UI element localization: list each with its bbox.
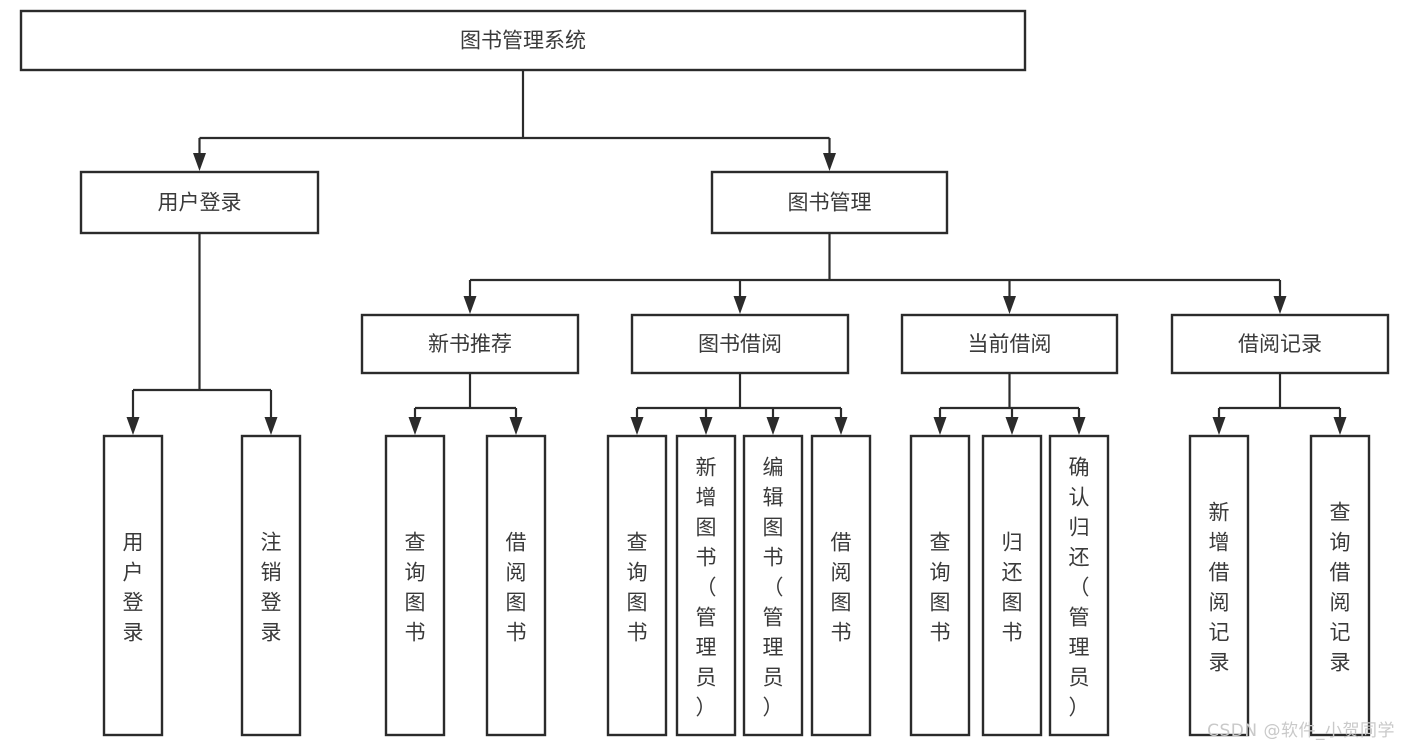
node-leaf-query-book-3[interactable]: 查询图书 xyxy=(909,434,971,737)
connector-layer xyxy=(126,70,1347,435)
connector-group xyxy=(1212,373,1347,435)
node-label-leaf-user-login: 用户登录 xyxy=(123,531,144,645)
node-label-leaf-confirm-return: 确认归还（管理员） xyxy=(1069,456,1090,720)
node-new-book-recommend[interactable]: 新书推荐 xyxy=(360,313,580,375)
node-box-book-manage[interactable] xyxy=(710,170,949,235)
node-label-leaf-logout: 注销登录 xyxy=(261,531,282,645)
node-label-leaf-query-record: 查询借阅记录 xyxy=(1330,501,1351,675)
node-label-leaf-borrow-book-2: 借阅图书 xyxy=(831,531,852,645)
node-label-leaf-borrow-book-1: 借阅图书 xyxy=(506,531,527,645)
node-box-leaf-logout[interactable] xyxy=(240,434,302,737)
node-box-leaf-query-book-3[interactable] xyxy=(909,434,971,737)
node-box-book-borrow[interactable] xyxy=(630,313,850,375)
node-leaf-borrow-book-2[interactable]: 借阅图书 xyxy=(810,434,872,737)
connector-group xyxy=(193,70,836,171)
node-label-borrow-record: 借阅记录 xyxy=(1238,332,1322,356)
node-book-manage[interactable]: 图书管理 xyxy=(710,170,949,235)
node-box-leaf-add-record[interactable] xyxy=(1188,434,1250,737)
node-label-root: 图书管理系统 xyxy=(460,29,586,53)
node-box-leaf-borrow-book-1[interactable] xyxy=(485,434,547,737)
node-box-leaf-query-book-2[interactable] xyxy=(606,434,668,737)
node-box-leaf-borrow-book-2[interactable] xyxy=(810,434,872,737)
connector-group xyxy=(933,373,1086,435)
node-label-leaf-add-record: 新增借阅记录 xyxy=(1209,501,1230,675)
node-box-leaf-add-book[interactable] xyxy=(675,434,737,737)
node-box-user-login[interactable] xyxy=(79,170,320,235)
node-leaf-add-book[interactable]: 新增图书（管理员） xyxy=(675,434,737,737)
node-label-book-borrow: 图书借阅 xyxy=(698,332,782,356)
node-box-leaf-query-record[interactable] xyxy=(1309,434,1371,737)
node-label-leaf-add-book: 新增图书（管理员） xyxy=(696,456,717,720)
connector-group xyxy=(408,373,523,435)
node-leaf-confirm-return[interactable]: 确认归还（管理员） xyxy=(1048,434,1110,737)
node-box-leaf-query-book-1[interactable] xyxy=(384,434,446,737)
node-label-new-book-recommend: 新书推荐 xyxy=(428,332,512,356)
node-leaf-return-book[interactable]: 归还图书 xyxy=(981,434,1043,737)
node-label-leaf-return-book: 归还图书 xyxy=(1002,531,1023,645)
node-leaf-borrow-book-1[interactable]: 借阅图书 xyxy=(485,434,547,737)
connector-group xyxy=(463,233,1287,314)
node-layer: 图书管理系统用户登录图书管理新书推荐图书借阅当前借阅借阅记录用户登录注销登录查询… xyxy=(19,9,1390,737)
node-label-user-login: 用户登录 xyxy=(158,191,242,215)
node-box-borrow-record[interactable] xyxy=(1170,313,1390,375)
node-box-leaf-confirm-return[interactable] xyxy=(1048,434,1110,737)
node-current-borrow[interactable]: 当前借阅 xyxy=(900,313,1119,375)
node-leaf-user-login[interactable]: 用户登录 xyxy=(102,434,164,737)
node-label-leaf-query-book-2: 查询图书 xyxy=(627,531,648,645)
node-user-login[interactable]: 用户登录 xyxy=(79,170,320,235)
node-leaf-query-book-1[interactable]: 查询图书 xyxy=(384,434,446,737)
node-book-borrow[interactable]: 图书借阅 xyxy=(630,313,850,375)
node-box-new-book-recommend[interactable] xyxy=(360,313,580,375)
node-label-book-manage: 图书管理 xyxy=(788,191,872,215)
node-label-leaf-query-book-1: 查询图书 xyxy=(405,531,426,645)
node-leaf-edit-book[interactable]: 编辑图书（管理员） xyxy=(742,434,804,737)
node-leaf-query-record[interactable]: 查询借阅记录 xyxy=(1309,434,1371,737)
node-leaf-query-book-2[interactable]: 查询图书 xyxy=(606,434,668,737)
node-box-leaf-return-book[interactable] xyxy=(981,434,1043,737)
node-label-current-borrow: 当前借阅 xyxy=(968,332,1052,356)
node-box-root[interactable] xyxy=(19,9,1027,72)
node-label-leaf-query-book-3: 查询图书 xyxy=(930,531,951,645)
csdn-watermark: CSDN @软件_小贺同学 xyxy=(1207,721,1395,741)
node-root[interactable]: 图书管理系统 xyxy=(19,9,1027,72)
node-box-leaf-user-login[interactable] xyxy=(102,434,164,737)
connector-group xyxy=(630,373,848,435)
node-leaf-logout[interactable]: 注销登录 xyxy=(240,434,302,737)
node-label-leaf-edit-book: 编辑图书（管理员） xyxy=(763,456,784,720)
node-box-leaf-edit-book[interactable] xyxy=(742,434,804,737)
node-leaf-add-record[interactable]: 新增借阅记录 xyxy=(1188,434,1250,737)
node-borrow-record[interactable]: 借阅记录 xyxy=(1170,313,1390,375)
node-box-current-borrow[interactable] xyxy=(900,313,1119,375)
connector-group xyxy=(126,233,278,435)
